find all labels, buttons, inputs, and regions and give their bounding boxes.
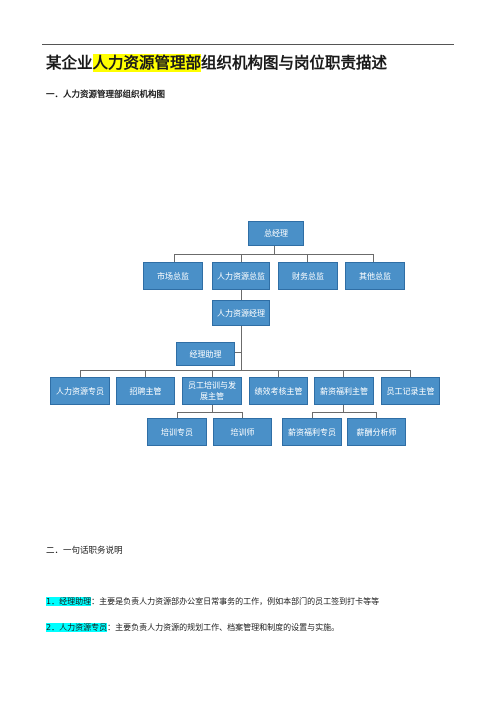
title-prefix: 某企业 — [46, 54, 93, 72]
org-box-finance-director: 财务总监 — [278, 262, 338, 290]
title-highlight: 人力资源管理部 — [92, 54, 202, 72]
org-box-compensation-supervisor: 薪资福利主管 — [314, 377, 374, 405]
org-box-training-specialist: 培训专员 — [147, 418, 207, 446]
title-suffix: 组织机构图与岗位职责描述 — [201, 54, 388, 72]
description-text: ：主要是负责人力资源部办公室日常事务的工作，例如本部门的员工签到打卡等等 — [91, 597, 380, 606]
section2-heading: 二．一句话职务说明 — [46, 546, 123, 556]
org-box-hr-manager: 人力资源经理 — [212, 300, 270, 326]
org-box-general-manager: 总经理 — [248, 221, 304, 246]
org-box-recruit-supervisor: 招聘主管 — [116, 377, 175, 405]
org-box-hr-specialist: 人力资源专员 — [50, 377, 110, 405]
description-item: 2．人力资源专员：主要负责人力资源的规划工作、档案管理和制度的设置与实施。 — [46, 622, 339, 633]
org-box-other-director: 其他总监 — [345, 262, 405, 290]
description-item: 1．经理助理：主要是负责人力资源部办公室日常事务的工作，例如本部门的员工签到打卡… — [46, 596, 379, 607]
description-text: ：主要负责人力资源的规划工作、档案管理和制度的设置与实施。 — [107, 623, 340, 632]
org-box-trainer: 培训师 — [213, 418, 272, 446]
org-box-training-supervisor: 员工培训与发展主管 — [182, 377, 242, 405]
org-box-records-supervisor: 员工记录主管 — [381, 377, 440, 405]
description-label: 1．经理助理 — [46, 597, 92, 606]
org-box-hr-director: 人力资源总监 — [212, 262, 270, 290]
document-title: 某企业人力资源管理部组织机构图与岗位职责描述 — [46, 51, 387, 73]
org-box-compensation-specialist: 薪资福利专员 — [282, 418, 342, 446]
org-box-market-director: 市场总监 — [143, 262, 203, 290]
org-box-compensation-analyst: 薪酬分析师 — [347, 418, 406, 446]
description-label: 2．人力资源专员 — [46, 623, 108, 632]
org-box-manager-assistant: 经理助理 — [176, 342, 235, 366]
header-rule — [42, 44, 454, 45]
section1-heading: 一．人力资源管理部组织机构图 — [46, 90, 166, 100]
org-box-performance-supervisor: 绩效考核主管 — [249, 377, 308, 405]
